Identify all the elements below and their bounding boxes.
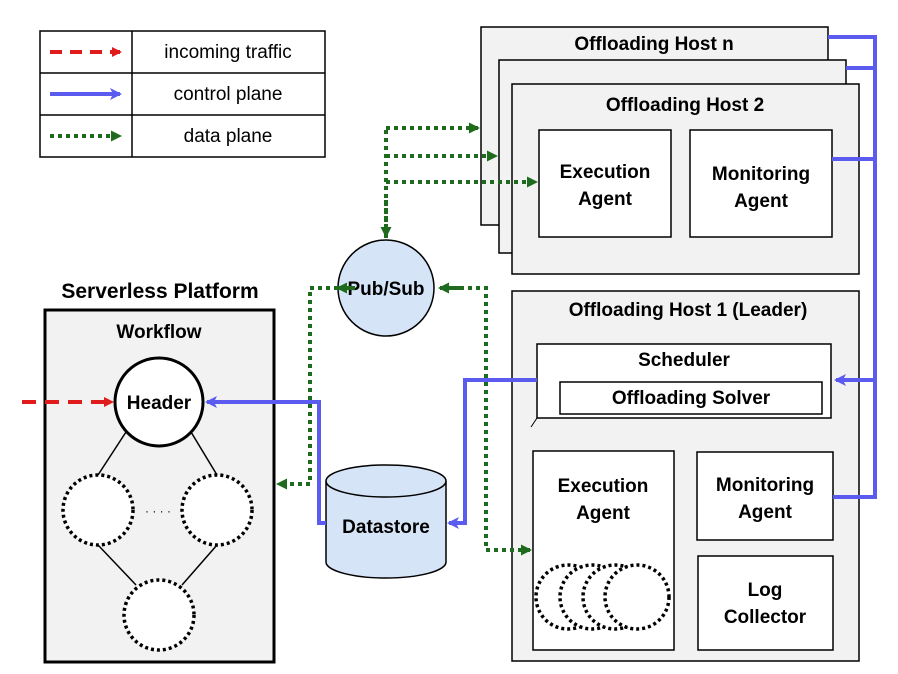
workflow-function-node [122,578,196,652]
control-edge-scheduler-to-datastore [447,378,537,529]
control-edge-datastore-to-header [205,396,326,525]
platform-title: Serverless Platform [61,280,258,303]
host-n-title: Offloading Host n [574,34,733,55]
host-2-panel: Offloading Host 2 Execution Agent Monito… [511,83,860,275]
host-1-panel: Offloading Host 1 (Leader) Scheduler Off… [511,290,860,662]
header-label: Header [127,393,192,414]
host-1-monitoring-label-2: Agent [738,502,793,523]
workflow-ellipsis: · · · · [145,504,171,518]
function-instances [534,563,671,631]
host-1-execution-label-2: Agent [576,503,631,524]
offloading-solver-box [559,381,823,415]
legend: incoming traffic control plane data plan… [39,30,326,158]
function-instance [603,563,671,631]
host-2-monitoring-label-2: Agent [734,191,789,212]
legend-control-label: control plane [174,84,283,105]
log-collector-label-1: Log [748,580,783,601]
host-2-execution-agent [538,129,672,238]
datastore-label: Datastore [342,517,430,538]
host-2-execution-label-2: Agent [578,189,633,210]
control-plane-edges [205,35,877,529]
data-edge-pubsub-to-platform [276,286,338,490]
control-edge-host-1-monitoring [833,380,877,499]
offloading-solver-label: Offloading Solver [612,388,771,409]
host-2-monitoring-agent [689,129,833,238]
host-1-monitoring-label-1: Monitoring [716,475,814,496]
log-collector-box [697,555,834,651]
log-collector-label-2: Collector [724,607,807,628]
host-2-monitoring-label-1: Monitoring [712,164,810,185]
scheduler-title: Scheduler [638,350,730,371]
host-2-execution-label-1: Execution [560,162,651,183]
host-2-title: Offloading Host 2 [606,95,764,116]
legend-data-label: data plane [184,126,273,147]
data-plane-edges [276,122,538,556]
control-edge-host-n [828,35,877,380]
host-1-title: Offloading Host 1 (Leader) [569,300,808,321]
host-1-execution-label-1: Execution [558,476,649,497]
legend-incoming-label: incoming traffic [164,42,291,63]
serverless-platform: Serverless Platform Workflow Header · · … [43,280,276,664]
host-1-monitoring-agent [696,451,834,541]
workflow-function-node [180,473,254,547]
datastore-node: Datastore [325,464,447,579]
pubsub-label: Pub/Sub [347,279,424,300]
workflow-function-node [61,473,135,547]
header-node [113,356,205,448]
workflow-title: Workflow [116,322,201,343]
